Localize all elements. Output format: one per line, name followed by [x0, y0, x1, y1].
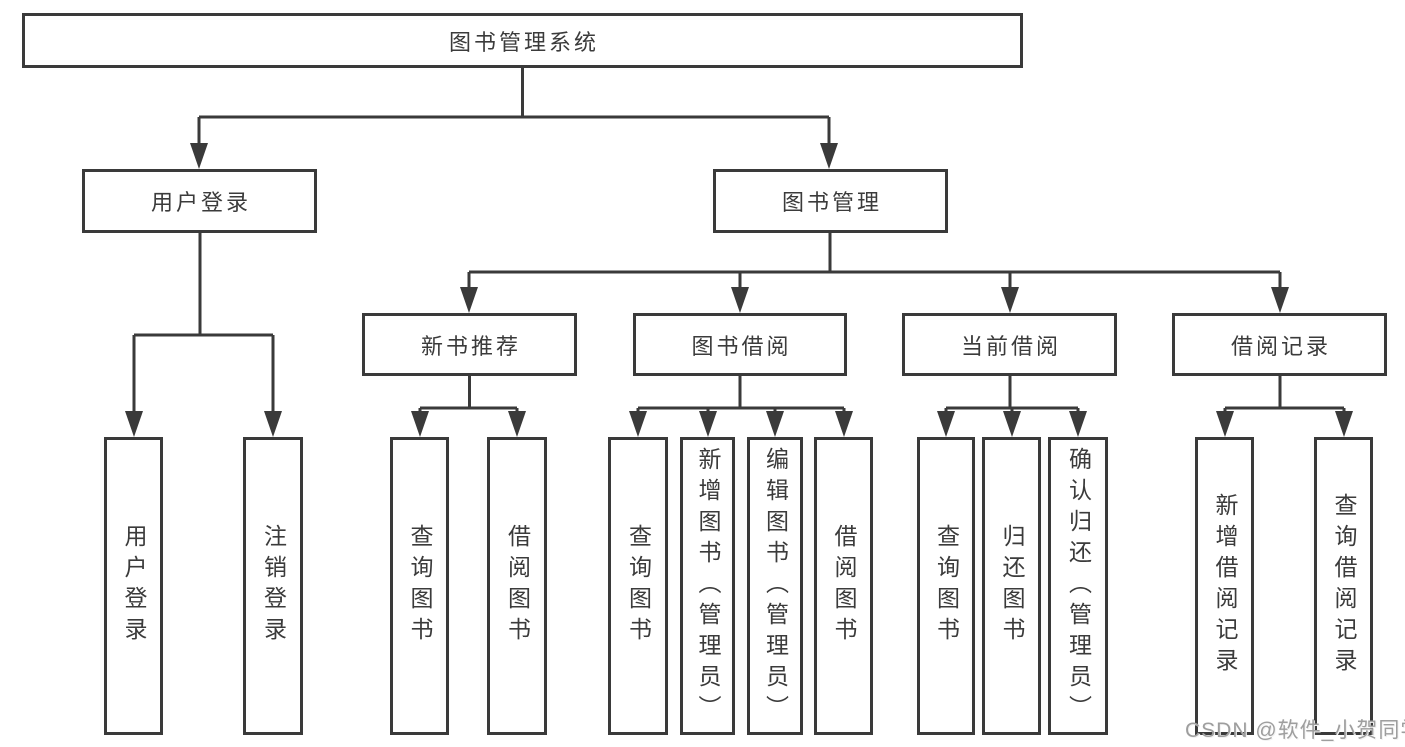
leaf-add-book-admin: 新增图书（管理员） — [680, 437, 735, 735]
leaf-edit-book-admin: 编辑图书（管理员） — [747, 437, 803, 735]
node-borrowing-records: 借阅记录 — [1172, 313, 1387, 376]
leaf-query-borrow-record: 查询借阅记录 — [1314, 437, 1373, 735]
leaf-query-books-recommend: 查询图书 — [390, 437, 449, 735]
leaf-query-books-current: 查询图书 — [917, 437, 975, 735]
leaf-add-borrow-record: 新增借阅记录 — [1195, 437, 1254, 735]
csdn-watermark: CSDN @软件_小贺同学 — [1185, 719, 1405, 742]
leaf-borrow-books-recommend: 借阅图书 — [487, 437, 547, 735]
node-current-borrowing: 当前借阅 — [902, 313, 1117, 376]
leaf-confirm-return-admin: 确认归还（管理员） — [1048, 437, 1108, 735]
leaf-user-login: 用户登录 — [104, 437, 163, 735]
node-new-book-recommend: 新书推荐 — [362, 313, 577, 376]
leaf-borrow-books-borrowing: 借阅图书 — [814, 437, 873, 735]
node-book-management: 图书管理 — [713, 169, 948, 233]
node-book-borrowing: 图书借阅 — [633, 313, 847, 376]
leaf-query-books-borrowing: 查询图书 — [608, 437, 668, 735]
leaf-logout: 注销登录 — [243, 437, 303, 735]
node-user-login: 用户登录 — [82, 169, 317, 233]
leaf-return-books: 归还图书 — [982, 437, 1041, 735]
node-library-system: 图书管理系统 — [22, 13, 1023, 68]
